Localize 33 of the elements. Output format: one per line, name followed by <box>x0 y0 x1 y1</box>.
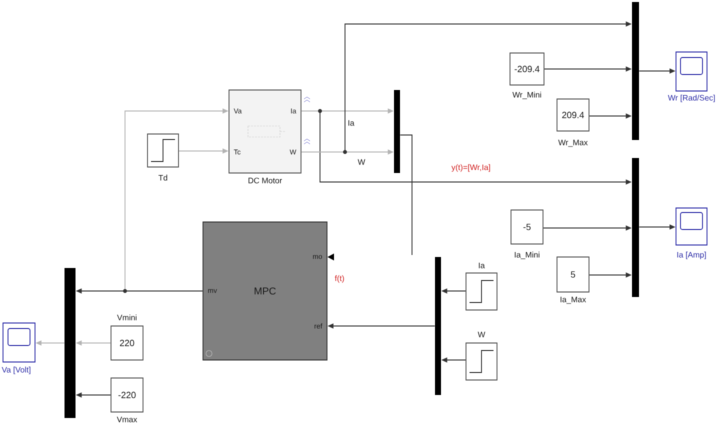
block-label: Va [Volt] <box>2 366 30 374</box>
constant-block: -209.4 <box>510 52 544 86</box>
controller-block <box>202 222 328 360</box>
block-label: Vmax <box>116 416 138 422</box>
block-label: Ia <box>478 262 485 268</box>
connector-line <box>124 290 203 292</box>
block-label: Ia [Amp] <box>677 252 706 260</box>
mux-bar <box>435 257 441 395</box>
block-label: Ia_Mini <box>514 252 540 260</box>
constant-block: -5 <box>510 210 544 244</box>
connector-line <box>400 134 412 256</box>
edge-label: Ia <box>347 120 355 126</box>
signal-label: f(t) <box>334 275 344 283</box>
block-label: Wr [Rad/Sec] <box>668 94 715 102</box>
constant-block: -220 <box>110 378 144 412</box>
constant-block: 209.4 <box>556 98 590 132</box>
block-label: DC Motor <box>248 178 282 184</box>
mux-bar <box>632 158 639 297</box>
connector-line <box>301 110 320 112</box>
mux-bar <box>632 2 639 140</box>
block-label: Wr_Max <box>558 140 588 147</box>
constant-block: 220 <box>110 326 144 360</box>
mux-bar <box>64 268 76 418</box>
edge-label: y(t)=[Wr,Ia] <box>450 164 492 172</box>
mux-bar <box>394 90 400 173</box>
block-title: MPC <box>254 287 276 295</box>
block-label: Wr_Mini <box>512 92 542 100</box>
block-label: Vmini <box>117 314 136 320</box>
block-label: Ia_Max <box>560 296 586 304</box>
edge-label: W <box>357 158 366 166</box>
block-label: Td <box>158 174 168 181</box>
block-label: W <box>478 332 486 338</box>
constant-block: 5 <box>556 256 590 292</box>
